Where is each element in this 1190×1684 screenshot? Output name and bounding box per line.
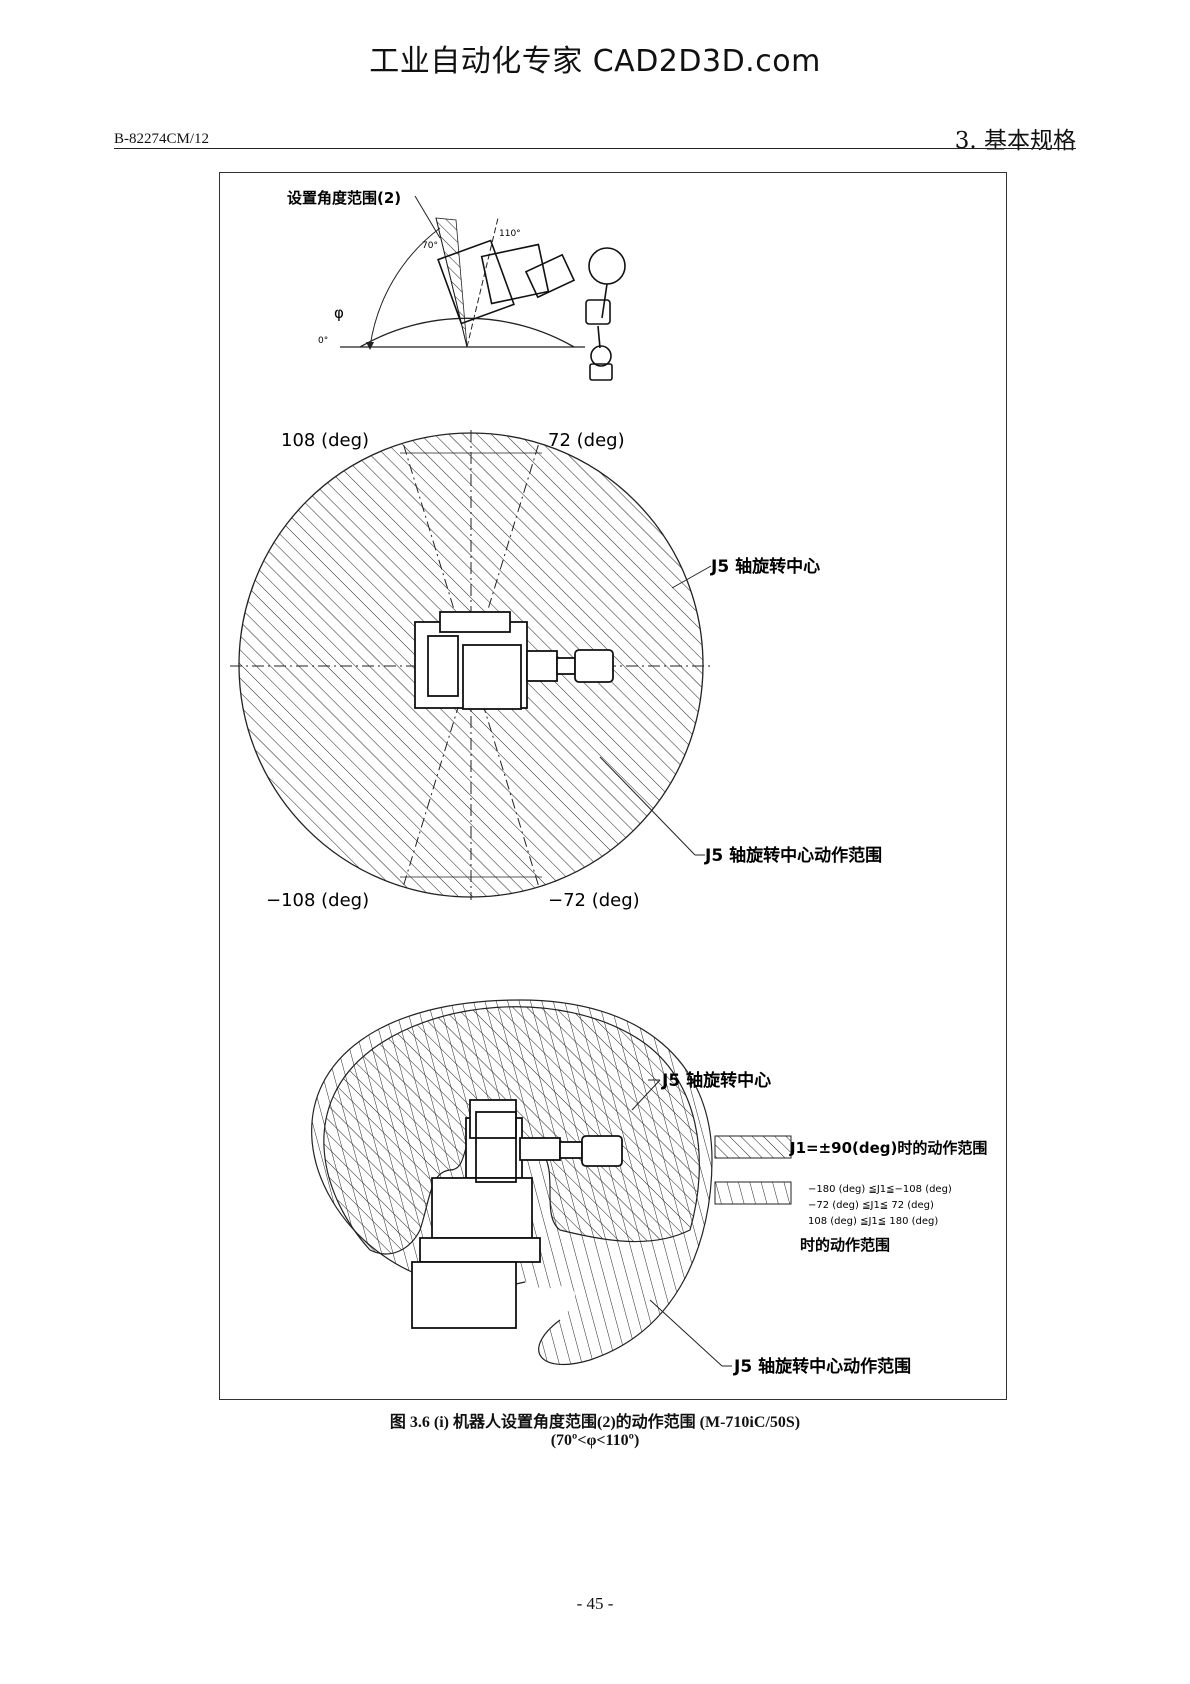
phi-arc (369, 227, 441, 348)
bot-range-leader (649, 1299, 723, 1367)
bottom-robot-icon (411, 1099, 623, 1329)
top-robot-icon (437, 239, 626, 381)
legend-range-line1: −180 (deg) ≦J1≦−108 (deg) (808, 1184, 952, 1195)
setting-leader-line (414, 195, 441, 239)
section-title: 3. 基本规格 (954, 128, 1076, 154)
legend-swatch-j1-other (714, 1181, 792, 1205)
angle-neg72-label: −72 (deg) (548, 890, 640, 911)
middle-view: 108 (deg) 72 (deg) −108 (deg) −72 (deg) … (230, 430, 882, 911)
bot-j5-center-label: J5 轴旋转中心 (661, 1070, 771, 1091)
page-number: - 45 - (576, 1594, 614, 1613)
watermark-title: 工业自动化专家 CAD2D3D.com (369, 44, 821, 79)
bottom-outer-outline (311, 999, 713, 1365)
mid-range-leader (599, 756, 696, 856)
legend-range-line4: 时的动作范围 (800, 1236, 890, 1254)
top-angle-arc (359, 317, 575, 348)
figure-frame (219, 172, 1007, 1400)
phi-arrow-icon (366, 342, 374, 350)
angle-70-label: 70° (422, 241, 438, 251)
header-rule (114, 148, 1076, 149)
legend-swatch-j1-90 (714, 1135, 792, 1159)
angle-108-label: 108 (deg) (281, 430, 369, 451)
angle-110-label: 110° (499, 229, 521, 239)
figure-caption: 图 3.6 (i) 机器人设置角度范围(2)的动作范围 (M-710iC/50S… (389, 1414, 801, 1431)
figure-caption-range: (70º<φ<110º) (550, 1432, 640, 1449)
legend-range-line3: 108 (deg) ≦J1≦ 180 (deg) (808, 1216, 938, 1227)
top-setting-wedge (435, 217, 468, 348)
mid-center-leader (671, 565, 712, 589)
legend-j1-90-label: J1=±90(deg)时的动作范围 (789, 1139, 987, 1157)
phi-symbol: φ (334, 304, 344, 322)
bot-center-leader (631, 1079, 661, 1111)
document-code: B-82274CM/12 (114, 131, 210, 147)
bot-j5-range-label: J5 轴旋转中心动作范围 (733, 1356, 911, 1377)
mid-j5-range-label: J5 轴旋转中心动作范围 (704, 845, 882, 866)
legend-range-line2: −72 (deg) ≦J1≦ 72 (deg) (808, 1200, 934, 1211)
mid-j5-center-label: J5 轴旋转中心 (710, 556, 820, 577)
setting-range-label: 设置角度范围(2) (287, 189, 401, 207)
bottom-view: J5 轴旋转中心 J5 轴旋转中心动作范围 J1=±90(deg)时的动作范围 … (311, 999, 987, 1377)
top-view: 设置角度范围(2) 70° 110° 0° φ (287, 189, 626, 381)
angle-0-label: 0° (318, 336, 328, 346)
middle-robot-icon (414, 611, 614, 710)
top-line-110 (466, 217, 499, 348)
angle-neg108-label: −108 (deg) (266, 890, 369, 911)
angle-72-label: 72 (deg) (548, 430, 625, 451)
